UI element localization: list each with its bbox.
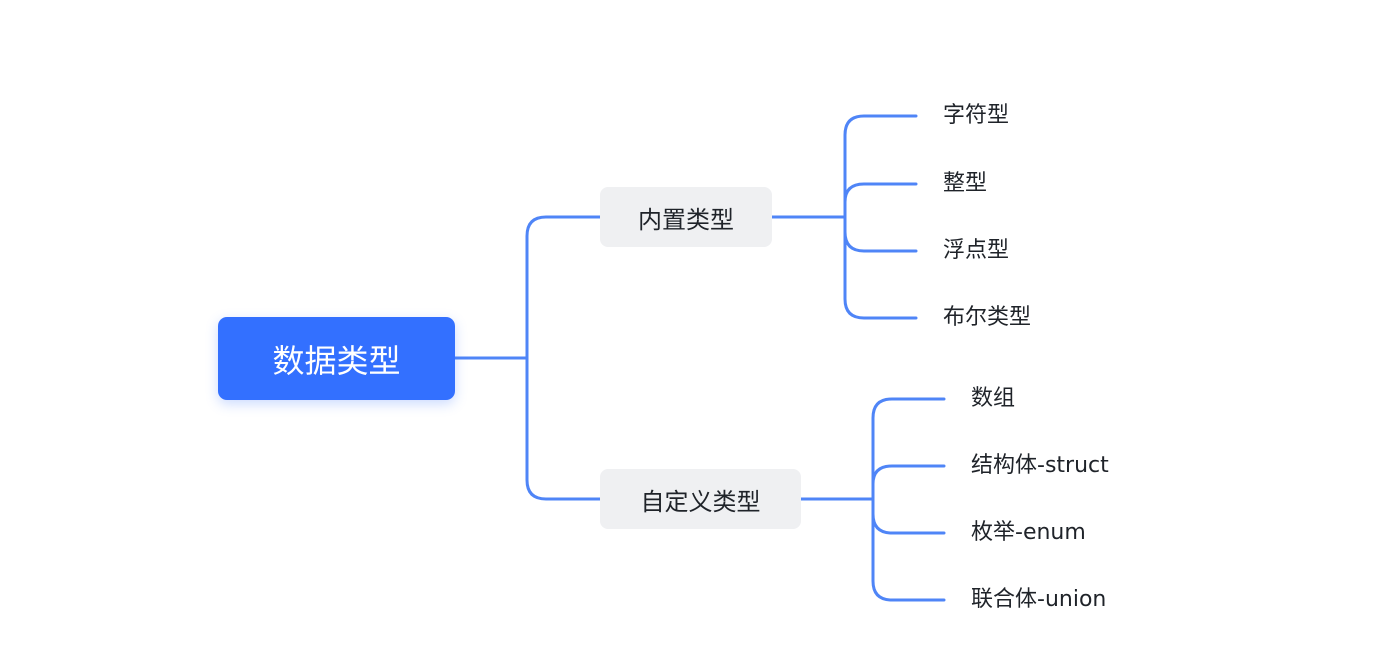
leaf-node-union[interactable]: 联合体-union xyxy=(971,587,1107,612)
root-node-label: 数据类型 xyxy=(272,341,401,380)
edge-root-branch-1 xyxy=(453,215,602,360)
edge-root-branch-2 xyxy=(525,356,602,501)
leaf-node-enum[interactable]: 枚举-enum xyxy=(971,520,1086,545)
edge-branch-1-leaf-2 xyxy=(843,182,918,219)
edge-branch-2-leaf-2 xyxy=(871,464,946,501)
edge-branch-1-leaf-3 xyxy=(843,215,918,253)
leaf-node-int[interactable]: 整型 xyxy=(943,171,988,196)
leaf-node-float[interactable]: 浮点型 xyxy=(943,238,1010,263)
edge-branch-1-leaf-4 xyxy=(843,215,918,320)
edge-branch-2-leaf-3 xyxy=(871,497,946,535)
edge-branch-2-leaf-4 xyxy=(871,497,946,602)
leaf-node-bool[interactable]: 布尔类型 xyxy=(943,305,1032,330)
branch-node-label: 自定义类型 xyxy=(640,487,761,516)
branch-node-label: 内置类型 xyxy=(638,205,734,234)
leaf-node-struct[interactable]: 结构体-struct xyxy=(971,453,1109,478)
leaf-node-char[interactable]: 字符型 xyxy=(943,103,1010,128)
edge-branch-1-leaf-1 xyxy=(770,114,918,219)
branch-node-builtin-types[interactable]: 内置类型 xyxy=(600,187,772,247)
branch-node-custom-types[interactable]: 自定义类型 xyxy=(600,469,801,529)
edge-branch-2-leaf-1 xyxy=(799,397,946,501)
leaf-node-array[interactable]: 数组 xyxy=(971,386,1016,411)
root-node[interactable]: 数据类型 xyxy=(218,317,455,400)
